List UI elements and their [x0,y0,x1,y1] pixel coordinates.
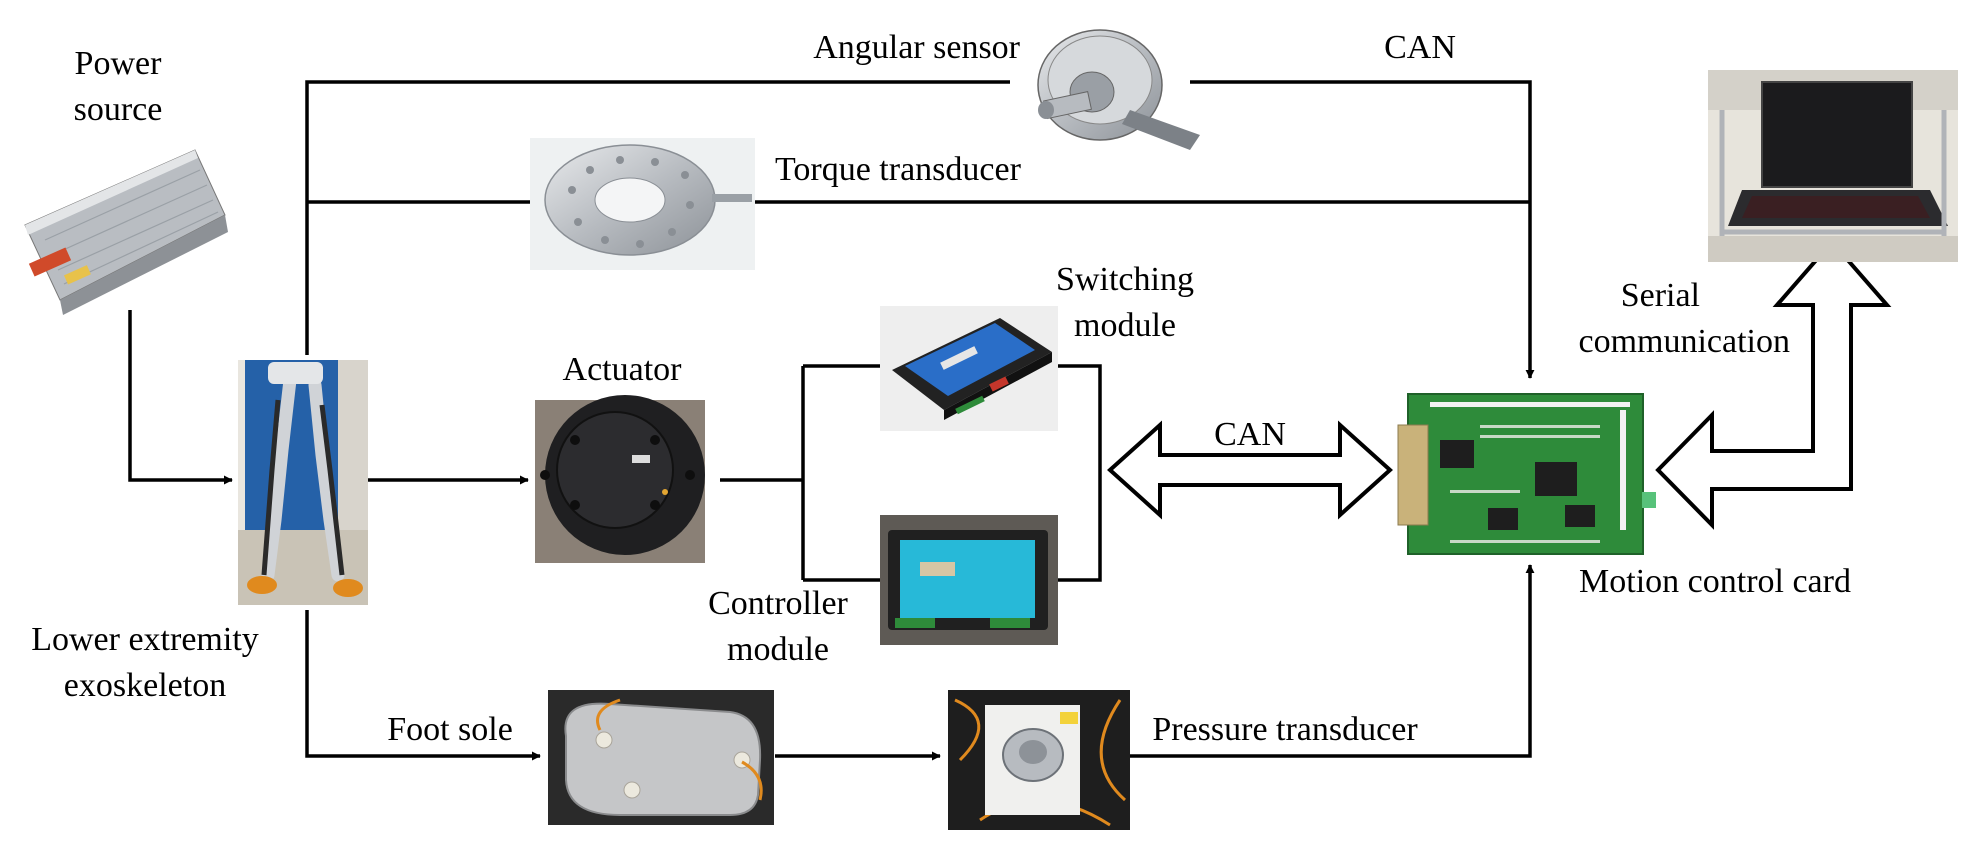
angular-sensor-label: Angular sensor [813,29,1020,66]
line-angular-to-can [1190,80,1535,379]
pressure-transducer-image [948,690,1130,830]
diagram-labels: Power source Angular sensor CAN Torque t… [31,29,1851,748]
switching-module-image [880,306,1058,431]
motion-control-card-label: Motion control card [1579,563,1851,600]
torque-transducer-image [530,138,755,270]
line-exo-to-angular [305,80,1010,355]
controller-module-label-line2: module [727,631,829,668]
foot-sole-label: Foot sole [387,711,513,748]
foot-sole-image [548,690,774,825]
serial-communication-label-line2: communication [1578,323,1790,360]
motion-control-card-image [1397,393,1656,555]
line-power-to-exo [128,310,233,485]
connection-lines [128,80,1535,761]
line-exo-to-foot [305,610,541,761]
power-source-label-line1: Power [75,45,163,82]
serial-communication-label-line1: Serial [1621,277,1700,314]
actuator-image [535,395,705,563]
switching-module-label-line2: module [1074,307,1176,344]
pressure-transducer-label: Pressure transducer [1152,711,1418,748]
line-module-bracket-right [1058,364,1102,582]
line-pressure-to-card [1130,564,1535,758]
lower-extremity-exoskeleton-label-line1: Lower extremity [31,621,259,658]
controller-module-label-line1: Controller [708,585,848,622]
angular-sensor-image [1037,29,1200,150]
exoskeleton-image [238,360,368,605]
laptop-station-image [1708,70,1958,262]
can-top-label: CAN [1384,29,1456,66]
power-source-label-line2: source [74,91,163,128]
lower-extremity-exoskeleton-label-line2: exoskeleton [64,667,226,704]
can-double-arrow [1107,420,1393,520]
controller-module-image [880,515,1058,645]
torque-transducer-label: Torque transducer [775,151,1022,188]
switching-module-label-line1: Switching [1056,261,1194,298]
actuator-label: Actuator [563,351,683,388]
can-middle-label: CAN [1214,416,1286,453]
power-source-image [24,149,228,315]
